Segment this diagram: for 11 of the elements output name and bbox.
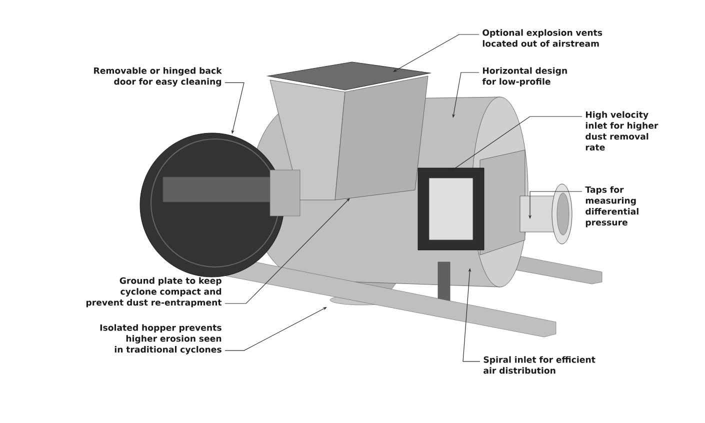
callout-text: High velocity inlet for higher dust removal rate bbox=[586, 111, 658, 151]
callout-text: Removable or hinged back door for easy cleaning bbox=[94, 67, 222, 86]
leader-line bbox=[224, 198, 350, 304]
callout-text: Isolated hopper prevents higher erosion seen in traditional cyclones bbox=[100, 324, 222, 354]
leader-line bbox=[224, 307, 327, 351]
callout-text: Horizontal design for low-profile bbox=[482, 67, 567, 86]
leader-line bbox=[393, 34, 480, 72]
callout-text: Spiral inlet for efficient air distribution bbox=[484, 356, 596, 374]
callout-text: Ground plate to keep cyclone compact and prevent dust re-entrapment bbox=[86, 277, 222, 308]
callout-text: Taps for measuring differential pressure bbox=[585, 186, 638, 228]
callout-text: Optional explosion vents located out of airstream bbox=[482, 29, 602, 47]
